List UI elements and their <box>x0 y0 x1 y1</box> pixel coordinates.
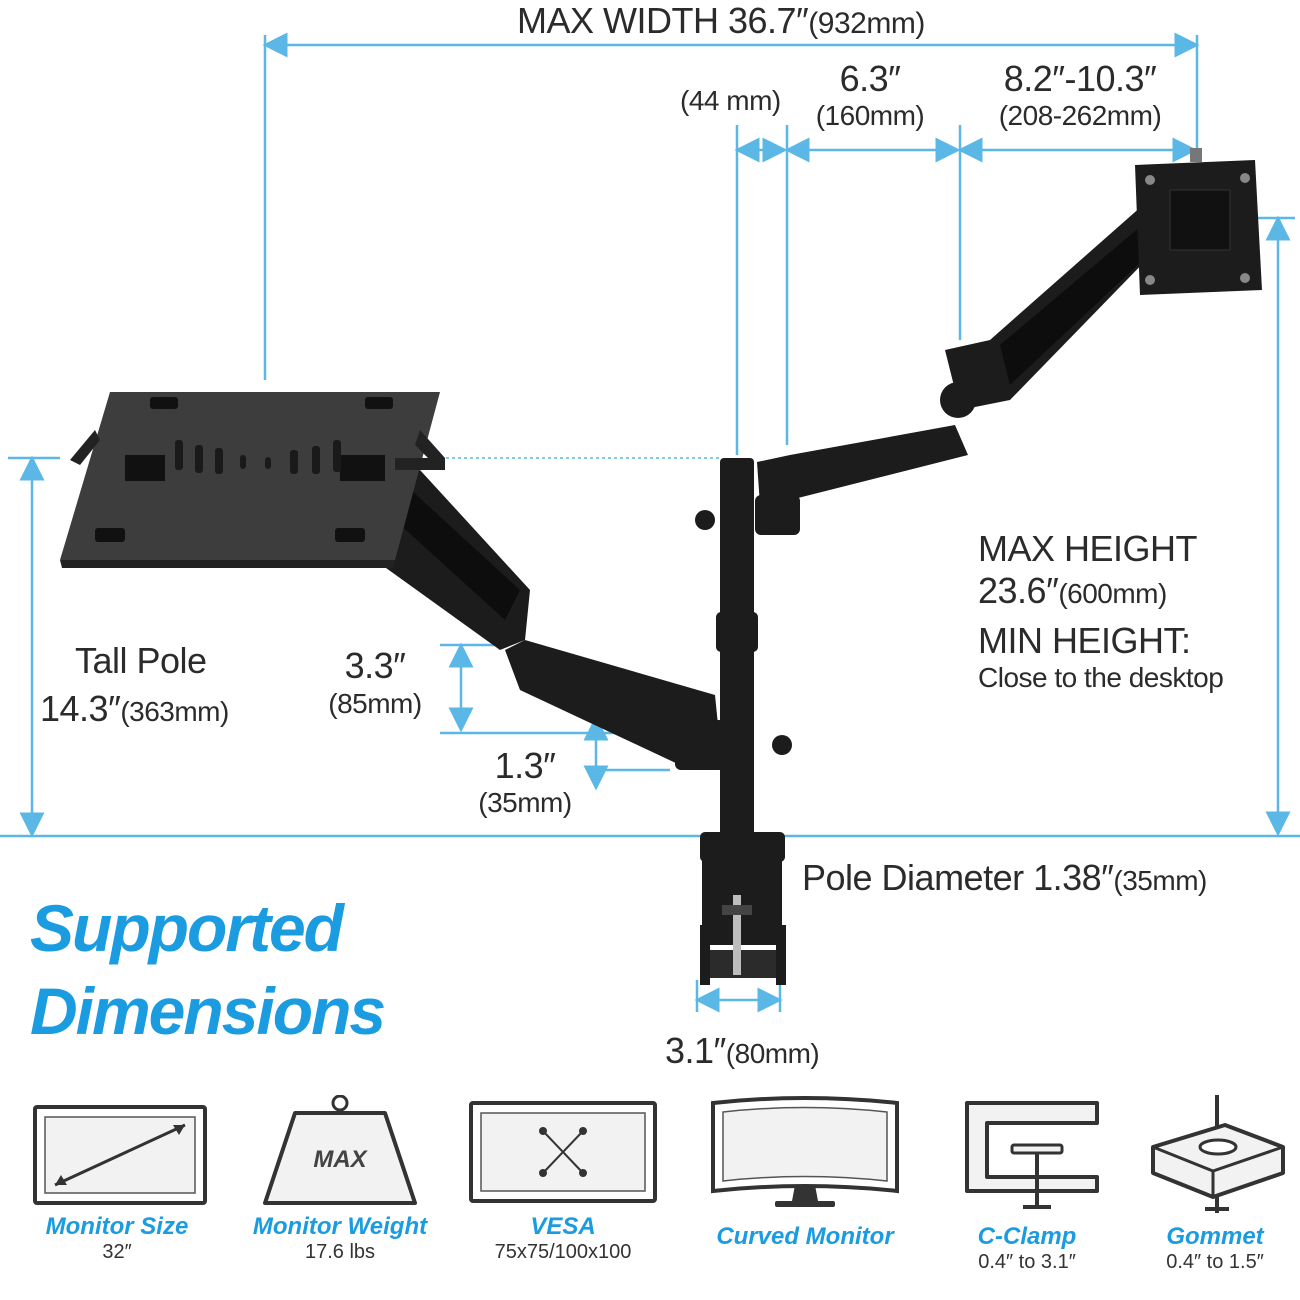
spec-value: 0.4″ to 1.5″ <box>1166 1251 1264 1273</box>
spec-label: Gommet <box>1166 1223 1264 1250</box>
seg-44-label: (44 mm) <box>680 85 781 116</box>
offset-small-inches: 1.3″ <box>494 745 556 786</box>
max-height-inches: 23.6″ <box>978 570 1059 611</box>
laptop-tray <box>60 392 445 568</box>
tall-pole-metric: (363mm) <box>120 696 229 727</box>
spec-grommet: Gommet 0.4″ to 1.5″ <box>1120 1095 1300 1274</box>
spec-value: 32″ <box>102 1241 132 1263</box>
headline-line2: Dimensions <box>30 974 386 1048</box>
curved-monitor-icon <box>711 1096 899 1207</box>
spec-value: 75x75/100x100 <box>494 1241 632 1263</box>
c-clamp-icon <box>965 1101 1099 1209</box>
tall-pole-inches: 14.3″ <box>40 688 121 729</box>
spec-value: 0.4″ to 3.1″ <box>978 1251 1076 1273</box>
right-arm <box>755 190 1190 535</box>
max-height-metric: (600mm) <box>1058 578 1167 609</box>
max-width-metric: (932mm) <box>808 7 925 40</box>
spec-label: Monitor Size <box>45 1213 189 1240</box>
grommet-icon <box>1151 1095 1285 1213</box>
spec-value: 17.6 lbs <box>304 1241 376 1263</box>
spec-monitor-size: Monitor Size 32″ <box>22 1095 212 1264</box>
left-arm <box>375 470 792 770</box>
clamp-width-metric: (80mm) <box>725 1038 820 1069</box>
tall-pole-size: 14.3″(363mm) <box>40 688 229 730</box>
spec-c-clamp: C-Clamp 0.4″ to 3.1″ <box>932 1095 1122 1274</box>
clamp-width-label: 3.1″(80mm) <box>665 1030 820 1072</box>
dimension-lines <box>0 32 1300 1013</box>
max-height-size: 23.6″(600mm) <box>978 570 1167 612</box>
weight-icon-text: MAX <box>313 1146 368 1173</box>
min-height-note: Close to the desktop <box>978 662 1224 693</box>
max-width-inches: MAX WIDTH 36.7″ <box>517 0 809 41</box>
spec-label: Monitor Weight <box>252 1213 428 1240</box>
spec-label: VESA <box>530 1213 596 1240</box>
pole-diameter-inches: Pole Diameter 1.38″ <box>802 857 1114 898</box>
desk-clamp <box>700 850 786 985</box>
weight-icon: MAX <box>263 1095 417 1205</box>
clamp-width-inches: 3.1″ <box>665 1030 726 1071</box>
min-height-title: MIN HEIGHT: <box>978 620 1191 661</box>
pole-diameter-label: Pole Diameter 1.38″(35mm) <box>802 857 1207 899</box>
pole-diameter-metric: (35mm) <box>1113 865 1207 896</box>
vesa-plate <box>1135 148 1262 295</box>
offset-large-metric: (85mm) <box>328 688 422 719</box>
spec-label: Curved Monitor <box>716 1223 894 1250</box>
tall-pole-title: Tall Pole <box>75 640 207 681</box>
offset-small-metric: (35mm) <box>478 787 572 818</box>
seg-160-inches: 6.3″ <box>839 58 901 99</box>
seg-208-metric: (208-262mm) <box>998 100 1162 131</box>
spec-curved-monitor: Curved Monitor <box>710 1095 900 1251</box>
seg-160-metric: (160mm) <box>815 100 925 131</box>
seg-208-inches: 8.2″-10.3″ <box>1003 58 1157 99</box>
spec-vesa: VESA 75x75/100x100 <box>468 1095 658 1264</box>
offset-large-inches: 3.3″ <box>344 645 406 686</box>
spec-label: C-Clamp <box>977 1223 1077 1250</box>
max-width-label: MAX WIDTH 36.7″(932mm) <box>517 0 925 42</box>
vesa-icon <box>469 1101 657 1203</box>
max-height-title: MAX HEIGHT <box>978 528 1198 569</box>
monitor-size-icon <box>33 1105 207 1205</box>
product-diagram <box>0 32 1300 1013</box>
headline-line1: Supported <box>30 891 344 965</box>
spec-monitor-weight: MAX Monitor Weight 17.6 lbs <box>245 1095 435 1264</box>
